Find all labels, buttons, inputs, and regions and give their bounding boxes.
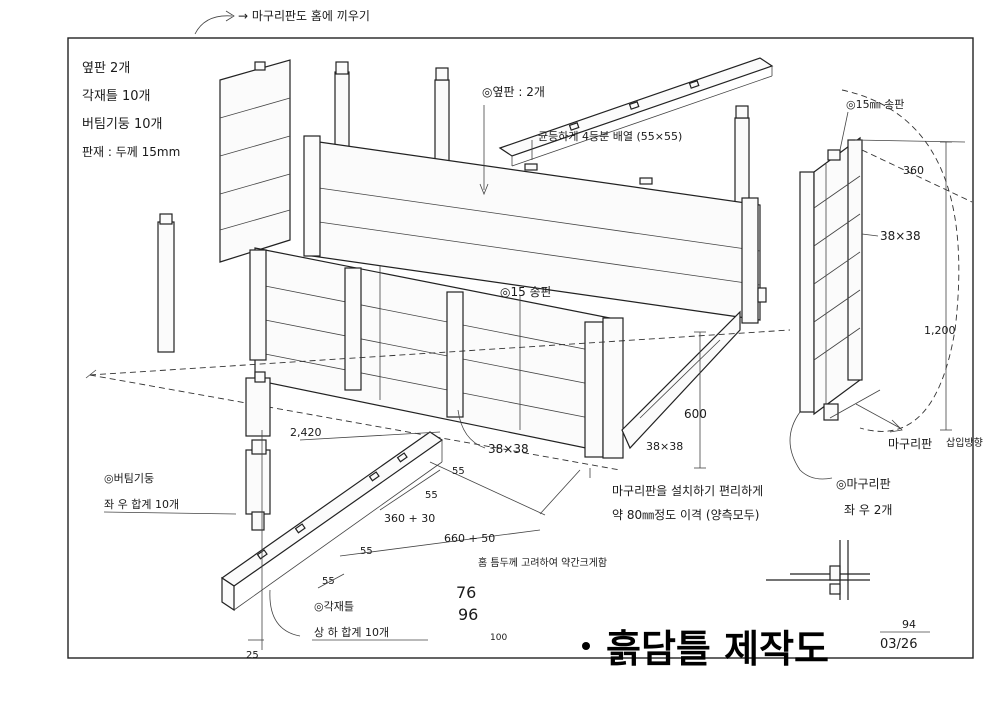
pencil-b: 96 xyxy=(458,605,478,624)
label-support-post: ◎버팀기둥 xyxy=(104,472,154,485)
leader-frame xyxy=(269,589,301,637)
title-bullet xyxy=(582,642,590,650)
dim-600-text: 600 xyxy=(684,407,707,421)
underline-support-post xyxy=(103,511,237,515)
dim-55c-text: 55 xyxy=(360,546,373,557)
arrow-side-panel xyxy=(479,183,489,196)
label-plate-15: ◎15 송판 xyxy=(500,285,552,299)
label-frame-count: 상 하 합계 10개 xyxy=(314,625,389,639)
label-frame: ◎각재틀 xyxy=(314,600,354,613)
support-post-detail xyxy=(245,371,271,531)
parts-list: 옆판 2개 각재틀 10개 버팀기둥 10개 판재 : 두께 15mm xyxy=(82,61,180,159)
note-slot: 홈 틈두께 고려하여 약간크게함 xyxy=(478,556,607,569)
front-posts xyxy=(249,249,624,459)
side-note: 마구리판 xyxy=(888,437,932,451)
arrow-insert xyxy=(855,403,901,429)
paper-border xyxy=(67,37,974,659)
frame-beam-detail xyxy=(220,431,444,612)
parts-item-1: 옆판 2개 xyxy=(82,61,130,76)
left-end-post xyxy=(157,213,175,353)
label-slots: 균등하게 4등분 배열 (55×55) xyxy=(538,129,682,143)
leader-end-panel xyxy=(789,411,833,480)
label-plate-15mm: ◎15㎜ 송판 xyxy=(846,98,904,111)
back-left-panel xyxy=(219,59,291,263)
date-bottom: 03/26 xyxy=(880,637,917,652)
note-80: 약 80㎜정도 이격 (양측모두) xyxy=(612,507,759,522)
dim-55d-text: 55 xyxy=(322,576,335,587)
label-post-front: 38×38 xyxy=(646,440,683,453)
label-support-post-count: 좌 우 합계 10개 xyxy=(104,498,179,511)
top-note-text: → 마구리판도 홈에 끼우기 xyxy=(238,9,370,23)
label-post-right: 38×38 xyxy=(880,229,921,243)
top-slotted-beam xyxy=(498,57,774,185)
page-title: 흙담틀 제작도 xyxy=(606,627,829,671)
label-post-center: 38×38 xyxy=(488,442,529,456)
dim-360-text: 360 xyxy=(903,164,924,177)
dim-2420-text: 2,420 xyxy=(290,426,322,439)
pencil-c: 100 xyxy=(490,633,507,643)
dim-360: 360 xyxy=(854,139,973,203)
end-panel-detail xyxy=(799,136,881,421)
parts-item-2: 각재틀 10개 xyxy=(82,89,151,104)
label-end-panel-count: 좌 우 2개 xyxy=(844,503,892,517)
dim-25-text: 25 xyxy=(246,650,259,661)
oval-end-panel xyxy=(841,89,960,432)
rear-wall xyxy=(303,135,761,324)
date-top: 94 xyxy=(902,618,916,631)
dim-660-50-text: 660 + 50 xyxy=(444,532,495,545)
dim-55b-text: 55 xyxy=(425,490,438,501)
dim-1200-text: 1,200 xyxy=(924,324,956,337)
dim-1200: 1,200 xyxy=(924,141,956,431)
right-end-wall xyxy=(621,287,767,450)
frame-dims: 2,420 55 55 360 + 30 55 660 + 50 홈 틈두께 고… xyxy=(246,426,607,661)
parts-item-3: 버팀기둥 10개 xyxy=(82,117,162,132)
leader-plate-15mm xyxy=(839,111,849,151)
note-groove: 마구리판을 설치하기 편리하게 xyxy=(612,484,763,498)
section-detail xyxy=(766,540,870,600)
leader-post-center xyxy=(457,409,486,449)
arrow-insert-head xyxy=(889,419,903,433)
leader-post-right xyxy=(861,233,879,237)
ground-tick xyxy=(85,369,97,379)
dim-360-30-text: 360 + 30 xyxy=(384,512,435,525)
label-end-panel: ◎마구리판 xyxy=(836,477,891,491)
ground-line xyxy=(89,329,791,376)
pencil-a: 76 xyxy=(456,583,476,602)
side-note-2: 삽입방향 xyxy=(946,436,983,449)
dim-80-line xyxy=(539,469,581,515)
dim-55a-text: 55 xyxy=(452,466,465,477)
top-note: → 마구리판도 홈에 끼우기 xyxy=(194,9,370,35)
label-side-panel: ◎옆판 : 2개 xyxy=(482,85,545,99)
parts-item-4: 판재 : 두께 15mm xyxy=(82,145,180,159)
dim-600: 600 xyxy=(684,331,707,469)
